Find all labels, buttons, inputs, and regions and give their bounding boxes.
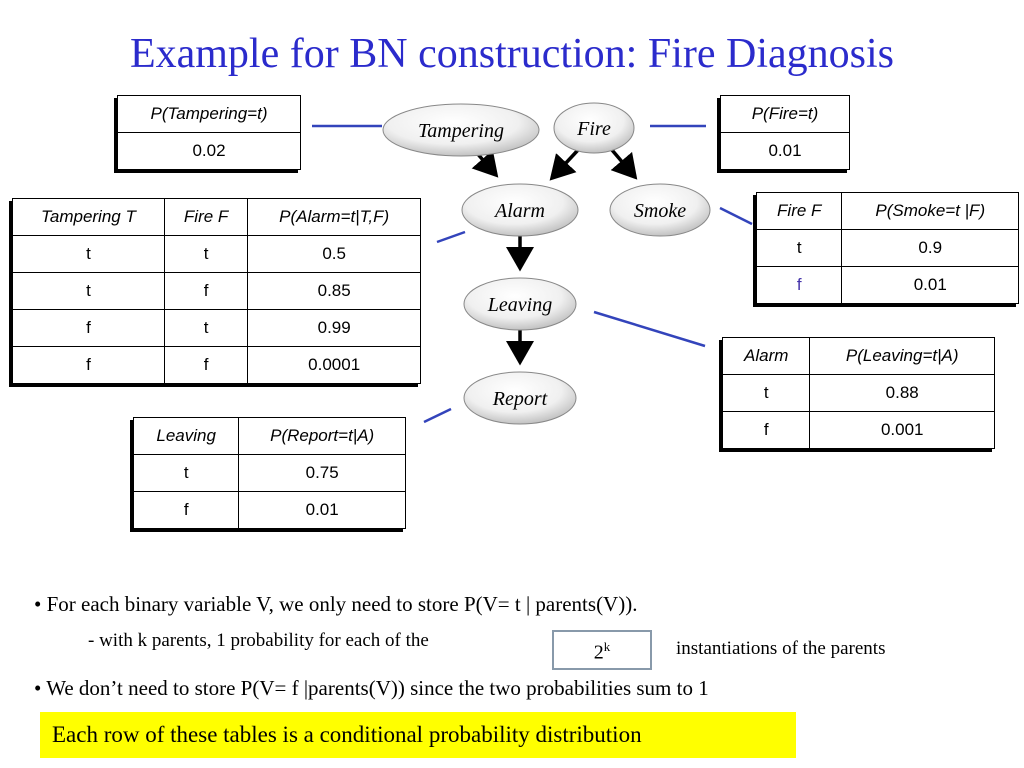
node-alarm-label: Alarm — [493, 200, 545, 222]
cell: 0.01 — [238, 491, 406, 529]
cell: t — [132, 454, 240, 492]
highlight-note: Each row of these tables is a conditiona… — [40, 712, 796, 758]
cell: 0.99 — [247, 309, 421, 347]
formula-box: 2k — [552, 630, 652, 670]
cell: t — [755, 229, 843, 267]
cpt-alarm: Tampering T Fire F P(Alarm=t|T,F) t t 0.… — [12, 198, 421, 384]
table-row: f 0.01 — [755, 266, 1019, 304]
table-row: f t 0.99 — [12, 309, 421, 347]
connector-leaving — [593, 310, 706, 348]
cpt-report: Leaving P(Report=t|A) t 0.75 f 0.01 — [132, 417, 406, 529]
node-alarm: Alarm — [461, 183, 579, 237]
cell: 0.88 — [809, 374, 995, 412]
node-smoke-label: Smoke — [634, 200, 686, 222]
node-report-label: Report — [492, 388, 548, 410]
connector-report — [423, 407, 452, 424]
table-row: f f 0.0001 — [12, 346, 421, 384]
cpt-fire-value: 0.01 — [720, 132, 850, 170]
table-row: f 0.001 — [721, 411, 995, 449]
cpt-alarm-header: Tampering T — [12, 198, 165, 236]
cell: 0.9 — [841, 229, 1019, 267]
table-row: t 0.9 — [755, 229, 1019, 267]
edge-fire-smoke — [610, 148, 638, 180]
cell: 0.75 — [238, 454, 406, 492]
connector-smoke — [719, 206, 753, 226]
table-row: t 0.75 — [132, 454, 406, 492]
node-fire-label: Fire — [576, 118, 611, 140]
cell: 0.01 — [841, 266, 1019, 304]
node-tampering: Tampering — [382, 103, 540, 157]
cell: 0.85 — [247, 272, 421, 310]
page-title: Example for BN construction: Fire Diagno… — [129, 31, 895, 77]
formula-base: 2 — [593, 641, 604, 664]
cpt-alarm-header: P(Alarm=t|T,F) — [247, 198, 421, 236]
cpt-tampering: P(Tampering=t) 0.02 — [117, 95, 301, 170]
table-row: f 0.01 — [132, 491, 406, 529]
cpt-leaving-header: P(Leaving=t|A) — [809, 337, 995, 375]
cpt-smoke-header: P(Smoke=t |F) — [841, 192, 1019, 230]
cell: f — [755, 266, 843, 304]
edge-fire-alarm — [549, 148, 580, 181]
sub-bullet-continuation: instantiations of the parents — [676, 638, 886, 659]
cell: t — [12, 272, 165, 310]
cell: t — [163, 235, 249, 273]
connector-alarm — [436, 230, 466, 244]
cell: 0.5 — [247, 235, 421, 273]
cell: t — [721, 374, 811, 412]
cpt-alarm-header: Fire F — [163, 198, 249, 236]
cpt-report-header: P(Report=t|A) — [238, 417, 406, 455]
cell: t — [12, 235, 165, 273]
node-leaving-label: Leaving — [487, 294, 552, 316]
cell: f — [721, 411, 811, 449]
cell: f — [163, 346, 249, 384]
cell: 0.0001 — [247, 346, 421, 384]
cell: f — [12, 346, 165, 384]
cpt-leaving-header: Alarm — [721, 337, 811, 375]
cpt-fire-header: P(Fire=t) — [720, 95, 850, 133]
table-row: t 0.88 — [721, 374, 995, 412]
cpt-smoke-header: Fire F — [755, 192, 843, 230]
cell: 0.001 — [809, 411, 995, 449]
node-report: Report — [463, 371, 577, 425]
sub-bullet: - with k parents, 1 probability for each… — [88, 630, 429, 651]
cpt-fire: P(Fire=t) 0.01 — [720, 95, 850, 170]
cell: f — [132, 491, 240, 529]
table-row: t t 0.5 — [12, 235, 421, 273]
cpt-tampering-header: P(Tampering=t) — [117, 95, 301, 133]
node-leaving: Leaving — [463, 277, 577, 331]
cpt-report-header: Leaving — [132, 417, 240, 455]
edge-tampering-alarm — [471, 149, 499, 178]
bullet-2: • We don’t need to store P(V= f |parents… — [34, 676, 709, 700]
bullet-1: • For each binary variable V, we only ne… — [34, 592, 638, 616]
cpt-tampering-value: 0.02 — [117, 132, 301, 170]
cell: t — [163, 309, 249, 347]
node-tampering-label: Tampering — [418, 120, 504, 142]
table-row: t f 0.85 — [12, 272, 421, 310]
cpt-leaving: Alarm P(Leaving=t|A) t 0.88 f 0.001 — [721, 337, 995, 449]
node-fire: Fire — [553, 102, 635, 154]
node-smoke: Smoke — [609, 183, 711, 237]
cell: f — [12, 309, 165, 347]
formula-exponent: k — [603, 639, 611, 654]
cpt-smoke: Fire F P(Smoke=t |F) t 0.9 f 0.01 — [755, 192, 1019, 304]
cell: f — [163, 272, 249, 310]
